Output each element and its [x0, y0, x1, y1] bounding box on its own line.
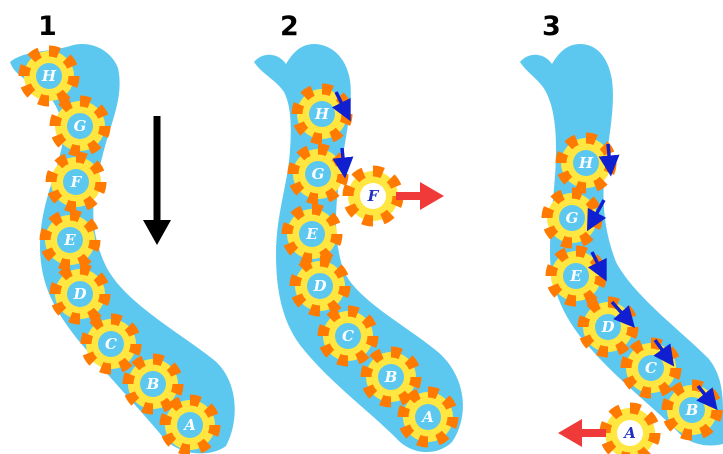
arrow-left-icon: [558, 419, 606, 447]
bead: H: [24, 51, 74, 101]
bead-letter: A: [182, 416, 196, 434]
bead: G: [547, 193, 597, 243]
bead-letter: G: [312, 165, 325, 183]
bead-letter: D: [312, 277, 326, 295]
bead: C: [86, 319, 136, 369]
bead: E: [287, 209, 337, 259]
bead-letter: H: [41, 67, 57, 85]
bead: C: [626, 343, 676, 393]
bead: H: [561, 138, 611, 188]
bead-letter: A: [622, 424, 636, 442]
bead-letter: B: [685, 401, 699, 419]
bead: D: [295, 261, 345, 311]
bead: F: [348, 171, 398, 221]
bead: B: [667, 385, 717, 435]
bead: C: [323, 311, 373, 361]
bead-letter: G: [74, 117, 87, 135]
bead-letter: G: [566, 209, 579, 227]
arrow-down-right-icon: [342, 148, 344, 168]
panel-2: 2 H G F E D C B A: [254, 11, 463, 452]
bead: B: [128, 359, 178, 409]
bead-letter: E: [305, 225, 318, 243]
panel-1: 1 H G F E D C B A: [10, 11, 235, 453]
bead-letter: E: [63, 231, 76, 249]
bead-letter: F: [70, 173, 83, 191]
bead: A: [165, 400, 215, 450]
panel-number-3: 3: [542, 11, 561, 42]
arrow-down-right-icon: [608, 144, 610, 166]
arrow-right-icon: [396, 182, 444, 210]
bead-letter: C: [645, 359, 657, 377]
bead-letter: F: [367, 187, 380, 205]
bead: A: [605, 408, 655, 454]
bead: E: [45, 215, 95, 265]
panel-3: 3 H G E D C B A: [520, 11, 723, 454]
bead-letter: C: [105, 335, 117, 353]
bead: D: [55, 269, 105, 319]
bead-letter: B: [384, 368, 398, 386]
bead-letter: E: [569, 267, 582, 285]
bead-letter: A: [420, 408, 434, 426]
bead-letter: H: [578, 154, 594, 172]
panel-number-2: 2: [280, 11, 299, 42]
bead-letter: D: [72, 285, 86, 303]
bead-letter: D: [600, 318, 614, 336]
bead: G: [55, 101, 105, 151]
bead-letter: B: [146, 375, 160, 393]
bead-letter: H: [314, 105, 330, 123]
bead: G: [293, 149, 343, 199]
arrow-down-icon: [143, 116, 171, 245]
bead: A: [403, 392, 453, 442]
panel-number-1: 1: [38, 11, 57, 42]
bead: D: [583, 302, 633, 352]
bead: F: [51, 157, 101, 207]
bead-letter: C: [342, 327, 354, 345]
